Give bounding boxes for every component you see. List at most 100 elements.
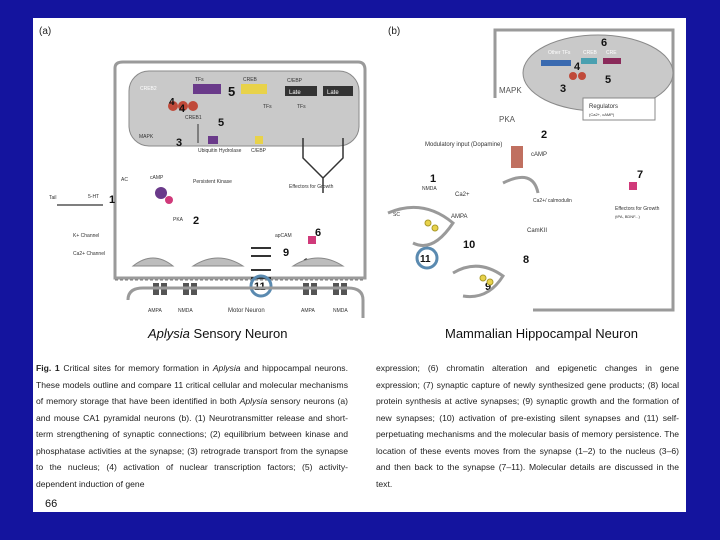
vesicles (424, 219, 494, 286)
tf-dot (578, 72, 586, 80)
num-7: 7 (637, 169, 643, 181)
panel-a-tf-dot (178, 101, 188, 111)
motor-neuron-outline (126, 286, 365, 318)
panel-b-label: (b) (388, 26, 400, 37)
panel-a-gene-box (323, 86, 353, 96)
num-8: 8 (523, 254, 529, 266)
num-9: 9 (485, 281, 491, 293)
label-creb1: CREB1 (185, 115, 202, 121)
receptor-shape (511, 146, 523, 168)
label-cebp: C/EBP (287, 78, 303, 84)
synaptic-terminals (131, 257, 345, 267)
self-perpetuating-cycle (249, 274, 273, 298)
panel-a-gene-box (193, 84, 221, 94)
panel-a-gene-box (285, 86, 317, 96)
label-camp: cAMP (531, 152, 547, 158)
label-other-tfs: Other TFs (548, 50, 571, 56)
num-11: 11 (420, 254, 431, 265)
label-ca2: Ca2+ (455, 192, 470, 198)
panel-a-cell-outline (113, 60, 367, 280)
num-3: 3 (176, 137, 182, 149)
num-7: 6 (315, 227, 321, 239)
label-motor-neuron: Motor Neuron (228, 308, 265, 314)
gene-box (541, 60, 571, 66)
pink-marker (308, 236, 316, 244)
num-1: 1 (430, 173, 436, 185)
num-10: 10 (463, 239, 475, 251)
label-apcam: apCAM (275, 233, 292, 239)
self-perpetuating-cycle (415, 246, 439, 270)
label-nmda: NMDA (333, 308, 348, 314)
label-ampa: AMPA (148, 308, 162, 314)
num-9: 9 (283, 247, 289, 259)
caption-left: Fig. 1 Critical sites for memory formati… (36, 363, 348, 489)
panel-a-tf-dot (168, 101, 178, 111)
label-creb2: CREB2 (140, 86, 157, 92)
num-5: 5 (218, 117, 224, 129)
label-late: Late (327, 90, 339, 96)
gene-box (581, 58, 597, 64)
ubiquitin-box (208, 136, 218, 144)
caption-right: expression; (6) chromatin alteration and… (376, 363, 679, 489)
label-5ht: 5-HT (88, 194, 99, 200)
pka-shape (155, 187, 167, 199)
num-2: 2 (541, 129, 547, 141)
label-ca-channel: Ca2+ Channel (73, 251, 105, 257)
num-4: 4 (169, 97, 175, 108)
label-effectors: Effectors for Growth (289, 184, 334, 190)
label-effectors: Effectors for Growth (615, 206, 660, 212)
label-cre: CRE (606, 50, 617, 56)
num-6: 5 (228, 84, 235, 99)
label-nmda: NMDA (422, 186, 437, 192)
label-pka: PKA (499, 115, 516, 124)
label-effectors-sub: (tPA, BDNF...) (615, 214, 640, 219)
pka-shape (165, 196, 173, 204)
label-regulators-sub: (Ca2+, cAMP) (589, 112, 615, 117)
pink-marker (629, 182, 637, 190)
label-ampa: AMPA (451, 214, 468, 220)
num-6: 6 (601, 37, 607, 49)
panel-b-cell-outline (493, 28, 675, 312)
panel-a-title: Aplysia Sensory Neuron (147, 326, 287, 341)
label-ceuf: C/EBP (251, 148, 267, 154)
panel-a-gene-box (241, 84, 267, 94)
effector-arrow (302, 138, 344, 193)
apcam-bars (251, 247, 271, 279)
label-nmda: NMDA (178, 308, 193, 314)
label-tail: Tail (49, 195, 57, 201)
num-3: 3 (560, 83, 566, 95)
spine-outlines (387, 175, 540, 299)
label-sc: SC (393, 212, 400, 218)
panel-b-title: Mammalian Hippocampal Neuron (445, 326, 638, 341)
label-mapk: MAPK (499, 86, 522, 95)
num-4: 4 (574, 61, 581, 73)
label-camp: cAMP (150, 175, 164, 181)
panel-a-label: (a) (39, 26, 51, 37)
panel-a-tf-dot (188, 101, 198, 111)
label-modulatory: Modulatory input (Dopamine) (425, 142, 502, 148)
label-ac: AC (121, 177, 128, 183)
label-ubiquitin: Ubiquitin Hydrolase (198, 148, 242, 154)
page-number: 66 (45, 498, 58, 510)
label-tfs: TFs (195, 77, 204, 83)
label-tfs: TFs (297, 104, 306, 110)
gene-box (603, 58, 621, 64)
label-mapk: MAPK (139, 134, 154, 140)
label-tfs: TFs (263, 104, 272, 110)
num-1: 1 (109, 194, 115, 206)
num-5: 5 (605, 74, 611, 86)
slide: (a) CREB2 TFs CREB C/EBP Late Late TFs T… (33, 18, 686, 512)
label-creb: CREB (243, 77, 258, 83)
label-ampa: AMPA (301, 308, 315, 314)
label-pka: PKA (173, 217, 184, 223)
regulators-box (582, 97, 656, 121)
label-camkii: CamKII (527, 228, 547, 234)
label-calmodulin: Ca2+/ calmodulin (533, 198, 572, 204)
num-4: 4 (179, 103, 186, 115)
label-creb: CREB (583, 50, 598, 56)
num-2: 2 (193, 215, 199, 227)
label-k-channel: K+ Channel (73, 233, 99, 239)
tf-dot (569, 72, 577, 80)
label-regulators: Regulators (589, 104, 618, 110)
label-persistent-kinase: Persistent Kinase (193, 179, 232, 185)
